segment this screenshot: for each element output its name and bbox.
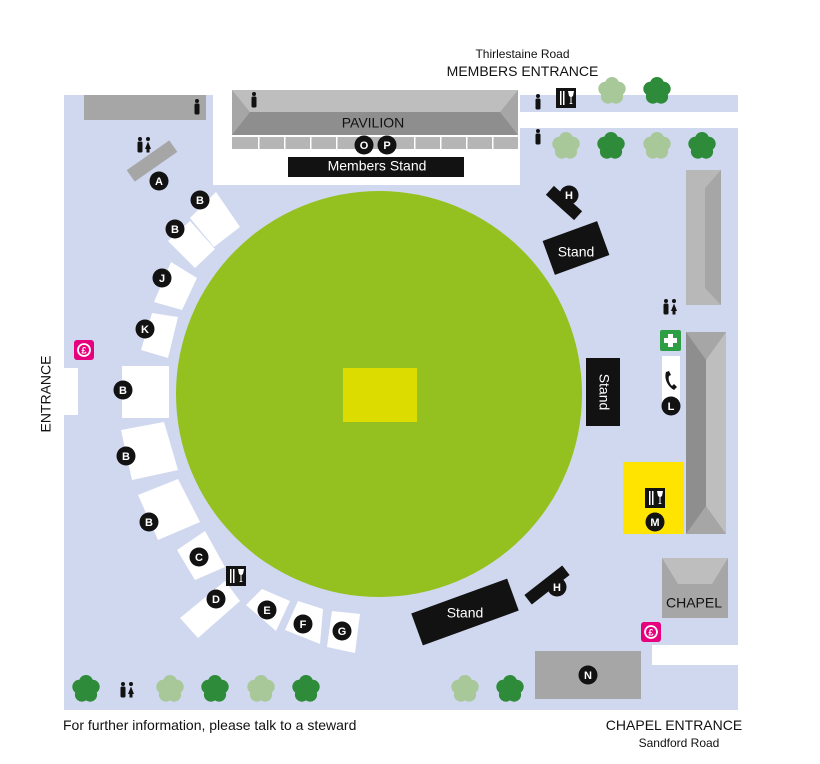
first-aid-icon bbox=[660, 330, 681, 351]
svg-text:B: B bbox=[196, 195, 204, 207]
svg-text:A: A bbox=[155, 176, 163, 188]
svg-text:B: B bbox=[122, 451, 130, 463]
tree-icon bbox=[643, 77, 671, 104]
cash-point-icon: £ bbox=[74, 340, 94, 360]
pitch bbox=[343, 368, 417, 422]
marker-b1[interactable]: B bbox=[190, 190, 210, 210]
svg-text:M: M bbox=[650, 517, 659, 529]
building-top-left bbox=[84, 95, 206, 120]
seat-divider bbox=[414, 137, 416, 149]
marker-k[interactable]: K bbox=[135, 319, 155, 339]
building-east-lower bbox=[686, 332, 726, 534]
food-drink-icon bbox=[556, 88, 576, 108]
seat-divider bbox=[310, 137, 312, 149]
svg-text:K: K bbox=[141, 324, 149, 336]
marker-o[interactable]: O bbox=[354, 135, 374, 155]
stands bbox=[411, 185, 620, 646]
left-entrance-label: ENTRANCE bbox=[38, 355, 54, 432]
building-east-upper bbox=[686, 170, 721, 305]
marker-c[interactable]: C bbox=[189, 547, 209, 567]
marker-d[interactable]: D bbox=[206, 589, 226, 609]
marker-p[interactable]: P bbox=[377, 135, 397, 155]
svg-text:B: B bbox=[171, 224, 179, 236]
male-toilet-icon bbox=[251, 92, 257, 108]
marker-b3[interactable]: B bbox=[113, 380, 133, 400]
marker-m[interactable]: M bbox=[645, 512, 665, 532]
svg-text:£: £ bbox=[648, 627, 653, 637]
pavilion-label: PAVILION bbox=[342, 115, 405, 131]
svg-text:H: H bbox=[553, 582, 561, 594]
svg-text:J: J bbox=[159, 273, 165, 285]
seat-divider bbox=[284, 137, 286, 149]
chapel-entrance-label: CHAPEL ENTRANCE bbox=[605, 717, 743, 733]
marker-b5[interactable]: B bbox=[139, 512, 159, 532]
marker-e[interactable]: E bbox=[257, 600, 277, 620]
seat-divider bbox=[492, 137, 494, 149]
sandford-road-label: Sandford Road bbox=[638, 736, 720, 750]
marker-j[interactable]: J bbox=[152, 268, 172, 288]
svg-text:£: £ bbox=[81, 345, 86, 355]
phone-icon bbox=[665, 371, 677, 390]
markers: A B B J K B B B C D E F G H H L M N O P bbox=[113, 135, 681, 685]
marker-n[interactable]: N bbox=[578, 665, 598, 685]
pavilion bbox=[232, 90, 518, 149]
marker-a[interactable]: A bbox=[149, 171, 169, 191]
svg-text:C: C bbox=[195, 552, 203, 564]
stand-e-label: Stand bbox=[596, 374, 612, 411]
male-toilet-icon bbox=[194, 99, 200, 115]
male-toilet-icon bbox=[535, 94, 541, 110]
phone-booth bbox=[662, 356, 680, 404]
food-drink-icon bbox=[226, 566, 246, 586]
marker-b2[interactable]: B bbox=[165, 219, 185, 239]
svg-text:E: E bbox=[263, 605, 270, 617]
top-road-label: Thirlestaine Road bbox=[475, 47, 570, 61]
members-stand-label: Members Stand bbox=[328, 158, 427, 174]
food-drink-icon bbox=[645, 488, 665, 508]
marker-h2[interactable]: H bbox=[547, 577, 567, 597]
svg-text:N: N bbox=[584, 670, 592, 682]
svg-text:L: L bbox=[668, 401, 675, 413]
svg-text:B: B bbox=[119, 385, 127, 397]
stand-s-label: Stand bbox=[447, 605, 484, 621]
members-entrance-label: MEMBERS ENTRANCE bbox=[446, 63, 599, 79]
marker-g[interactable]: G bbox=[332, 621, 352, 641]
svg-text:D: D bbox=[212, 594, 220, 606]
svg-text:O: O bbox=[360, 140, 369, 152]
male-toilet-icon bbox=[535, 129, 541, 145]
marker-b4[interactable]: B bbox=[116, 446, 136, 466]
footer-info: For further information, please talk to … bbox=[63, 717, 357, 733]
svg-text:H: H bbox=[565, 190, 573, 202]
seat-divider bbox=[258, 137, 260, 149]
chapel-label: CHAPEL bbox=[666, 595, 722, 611]
svg-text:P: P bbox=[383, 140, 390, 152]
cash-point-icon: £ bbox=[641, 622, 661, 642]
marker-l[interactable]: L bbox=[661, 396, 681, 416]
building-a bbox=[126, 140, 178, 182]
marker-h1[interactable]: H bbox=[559, 185, 579, 205]
marker-f[interactable]: F bbox=[293, 614, 313, 634]
tree-icon bbox=[598, 77, 626, 104]
stand-ne-label: Stand bbox=[558, 244, 595, 260]
chapel-building bbox=[662, 558, 728, 618]
svg-text:G: G bbox=[338, 626, 347, 638]
svg-text:F: F bbox=[300, 619, 307, 631]
members-stand bbox=[288, 157, 464, 177]
seat-divider bbox=[466, 137, 468, 149]
svg-text:B: B bbox=[145, 517, 153, 529]
seat-divider bbox=[440, 137, 442, 149]
seat-divider bbox=[336, 137, 338, 149]
